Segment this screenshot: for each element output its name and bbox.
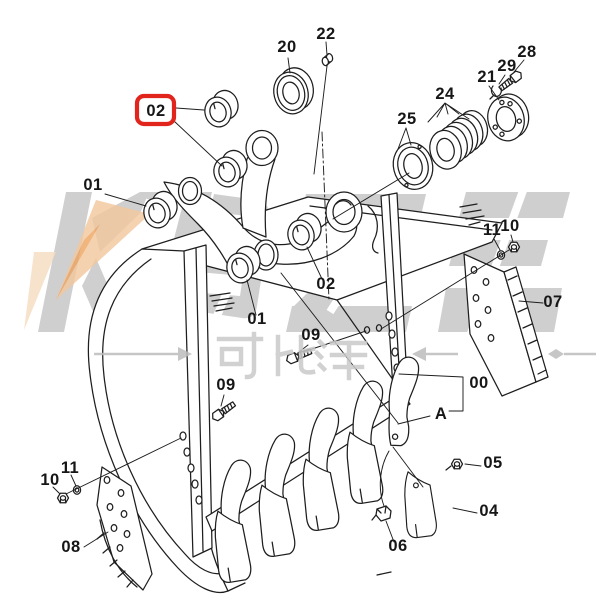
nut-05 [445,458,464,471]
watermark-subtext [94,331,596,381]
watermark-subtext-semantic-text: 可比泽 [234,333,366,382]
nut-10-left [56,492,70,504]
leader-lines [52,41,544,548]
callout-labels: 20 22 28 29 21 24 25 02 01 02 01 09 10 1… [40,25,562,556]
callout-04: 04 [479,502,499,520]
side-bracket-07 [463,253,549,397]
link-ear-plate [240,129,279,238]
callout-09-lower: 09 [216,376,235,394]
callout-a: A [435,405,447,423]
axis-lines [65,65,510,507]
bushing-02-top [199,86,244,131]
callout-11-left: 11 [61,459,79,477]
callout-25: 25 [397,110,416,128]
callout-00: 00 [469,374,488,392]
watermark-logo-semantic-text: KBZE [156,181,443,304]
flange-plate-21 [487,93,530,142]
highlight-box [134,93,177,127]
callout-20: 20 [277,38,296,56]
link-plate [163,176,358,279]
callout-02-middle: 02 [316,275,335,293]
tooth-point-04 [395,471,446,542]
callout-22: 22 [316,25,335,43]
callout-05: 05 [483,454,502,472]
bucket-left-edge-channel [179,244,213,558]
lock-pin-06 [371,505,392,522]
callout-11-right: 11 [483,221,501,239]
callout-01-lower: 01 [247,310,266,328]
tooth-adapter-empty [381,354,421,449]
callout-10-right: 10 [500,217,519,235]
callout-09-upper: 09 [301,326,320,344]
pin-22 [321,53,334,67]
callout-29: 29 [497,57,516,75]
callout-06: 06 [388,537,407,555]
callout-10-left: 10 [40,471,59,489]
seal-25 [392,142,434,190]
watermark-cjk-strokes [216,331,368,381]
bolt-09-lower [209,399,238,424]
watermark-accent-triangle [24,200,150,330]
pin-centerline [321,131,330,301]
bucket-teeth [208,354,421,585]
callout-28: 28 [517,43,536,61]
callout-01-left: 01 [83,176,102,194]
nut-10-right [507,241,521,253]
clip-29 [489,85,503,100]
callout-08: 08 [61,538,80,556]
callout-07: 07 [543,293,562,311]
seal-collar-20 [273,67,314,115]
side-bracket-08 [96,466,153,591]
callout-24: 24 [435,85,455,103]
callout-02-highlighted: 02 [146,102,165,120]
callout-21: 21 [477,68,496,86]
ribbed-bushing-24 [429,110,489,170]
watermark-arrows [94,347,596,361]
